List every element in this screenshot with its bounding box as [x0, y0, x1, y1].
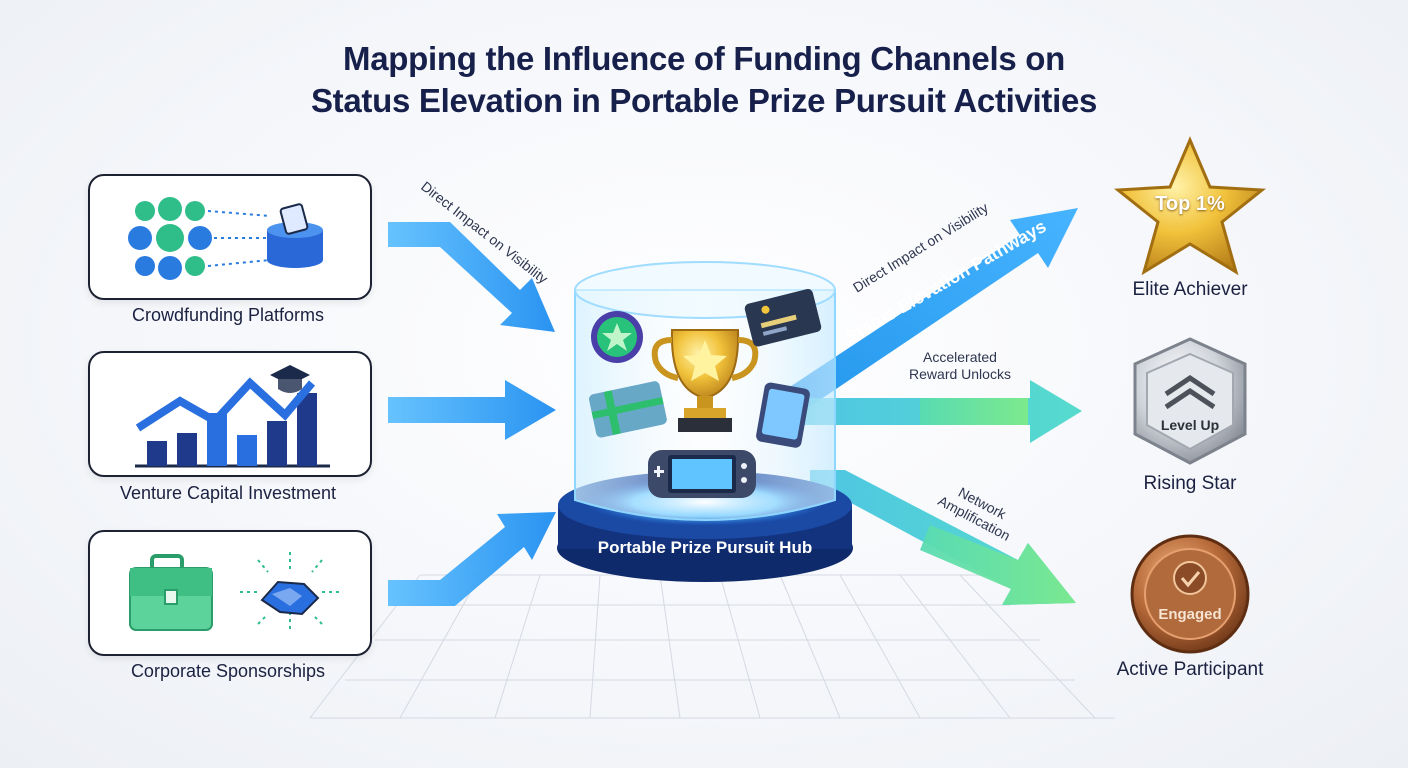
arrow-sponsorship — [388, 512, 556, 606]
crowd-coins-icon — [128, 197, 323, 280]
flow-label-out-mid-2: Reward Unlocks — [909, 366, 1011, 382]
hub-label: Portable Prize Pursuit Hub — [597, 538, 813, 557]
growth-chart-icon — [135, 365, 330, 468]
id-card-icon — [744, 289, 822, 347]
title-line-1: Mapping the Influence of Funding Channel… — [343, 40, 1065, 77]
badge-text-elite: Top 1% — [1155, 193, 1225, 215]
arrow-crowdfunding — [388, 222, 555, 332]
card-venture — [88, 351, 372, 477]
arrow-elite — [770, 208, 1078, 420]
bronze-medal-badge — [1130, 534, 1250, 654]
title-line-2: Status Elevation in Portable Prize Pursu… — [310, 82, 1098, 119]
flow-label-out-mid-1: Accelerated — [923, 349, 997, 365]
briefcase-handshake-icon — [129, 552, 340, 632]
source-label-venture: Venture Capital Investment — [119, 483, 337, 503]
trophy-icon — [651, 329, 759, 432]
console-icon — [648, 450, 756, 498]
flow-label-out-mid: Accelerated Reward Unlocks — [895, 349, 1025, 383]
tablet-icon — [756, 382, 810, 448]
tier-label-rising: Rising Star — [1143, 473, 1237, 494]
gift-card-icon — [589, 381, 667, 438]
card-crowdfunding — [88, 174, 372, 300]
badge-text-active: Engaged — [1158, 606, 1222, 623]
gold-star-badge — [1114, 136, 1266, 276]
badge-text-rising: Level Up — [1160, 417, 1220, 433]
card-sponsorship — [88, 530, 372, 656]
page-title: Mapping the Influence of Funding Channel… — [0, 38, 1408, 122]
arrow-venture — [388, 380, 556, 440]
star-medal-icon — [591, 311, 643, 363]
source-label-crowdfunding: Crowdfunding Platforms — [131, 305, 325, 325]
tier-label-elite: Elite Achiever — [1132, 279, 1248, 300]
tier-label-active: Active Participant — [1116, 659, 1264, 680]
silver-hex-badge — [1133, 337, 1247, 465]
source-label-sponsorship: Corporate Sponsorships — [130, 661, 326, 681]
